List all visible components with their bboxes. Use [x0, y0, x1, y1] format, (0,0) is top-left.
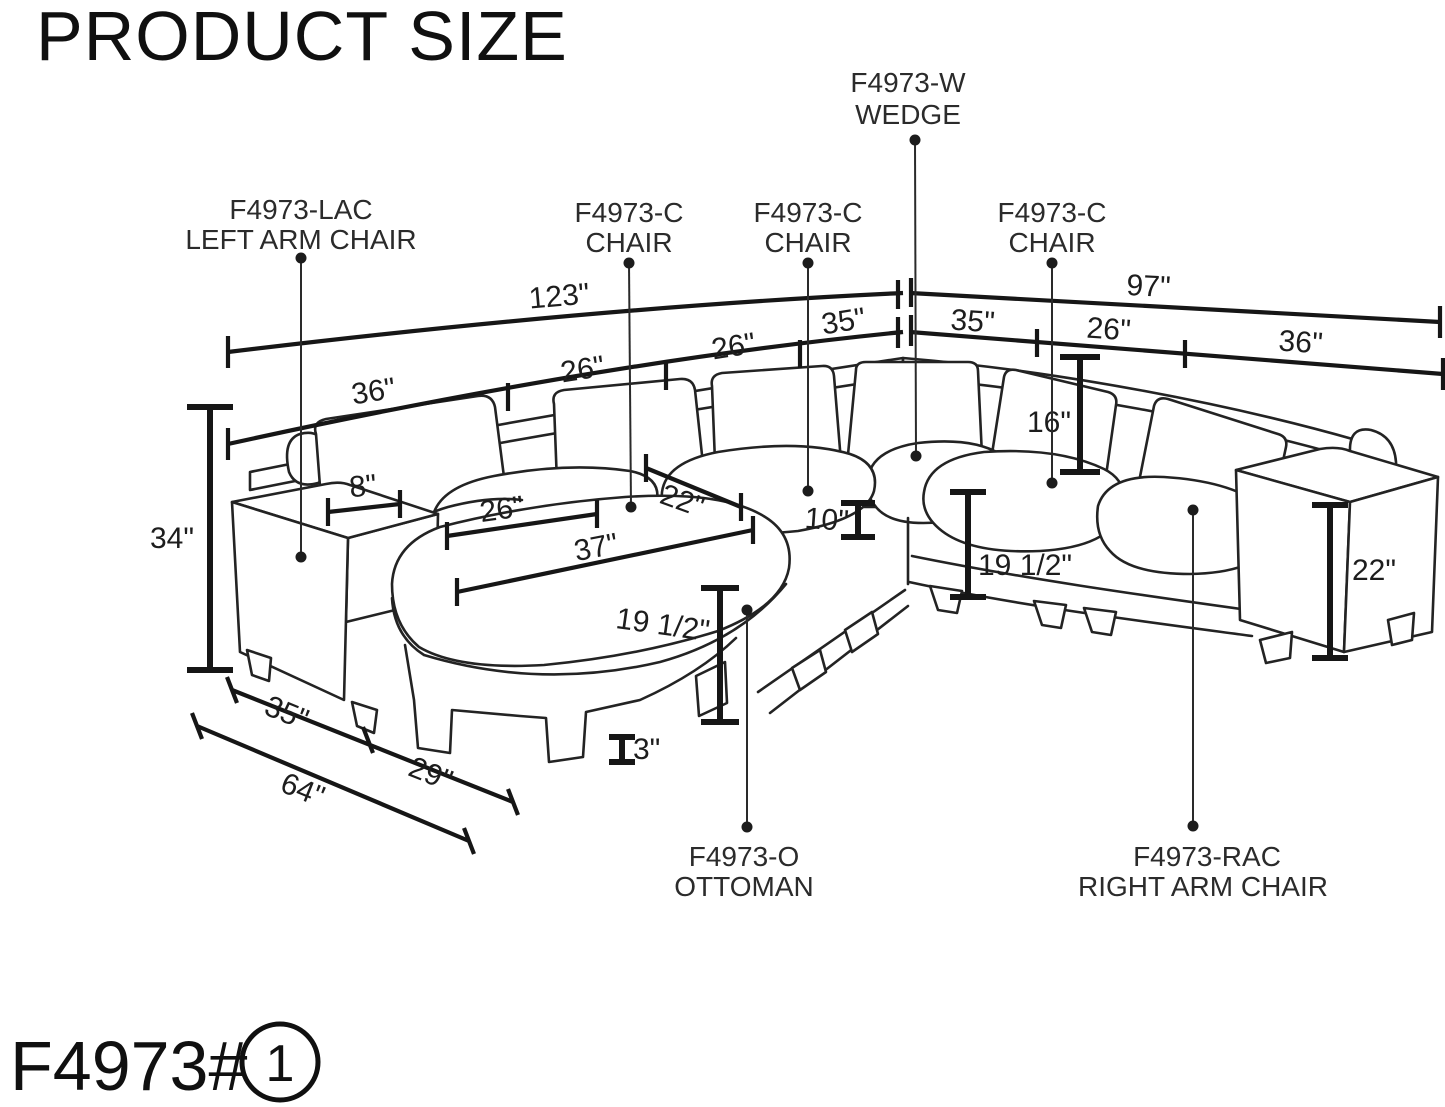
dim-segment-35-left: 35"	[819, 302, 868, 341]
tick	[444, 500, 600, 550]
right-arm-front-face	[1342, 475, 1440, 654]
dim-line-26-seat	[446, 511, 598, 539]
part-name-c2: CHAIR	[764, 227, 851, 258]
callout-chair-1: F4973-C CHAIR	[575, 197, 684, 513]
ottoman-base	[403, 636, 738, 764]
cap	[609, 734, 635, 765]
tick	[225, 676, 520, 816]
cap	[1312, 502, 1348, 661]
dim-leg-height: 3"	[633, 733, 660, 766]
leg	[350, 700, 379, 735]
dim-arm-height: 22"	[1352, 554, 1396, 587]
part-callouts: F4973-LAC LEFT ARM CHAIR F4973-C CHAIR F…	[185, 67, 1328, 902]
dim-line-8	[327, 501, 401, 515]
cap	[187, 404, 233, 673]
seat-c3	[922, 449, 1126, 553]
left-base-top-edge	[756, 588, 907, 694]
part-name-wedge: WEDGE	[855, 99, 961, 130]
tick	[190, 712, 476, 855]
cap	[841, 500, 875, 540]
part-name-c1: CHAIR	[585, 227, 672, 258]
dim-segment-26-right: 26"	[1086, 312, 1132, 348]
callout-wedge: F4973-W WEDGE	[850, 67, 966, 462]
leg	[245, 648, 273, 683]
dim-overall-right: 97"	[1126, 269, 1172, 304]
leg	[790, 648, 828, 692]
leg	[1258, 630, 1294, 665]
ottoman-cushion-seam	[390, 582, 788, 676]
ottoman-top-cushion	[390, 494, 791, 668]
dim-segment-36-right: 36"	[1278, 325, 1324, 361]
part-name-ottoman: OTTOMAN	[674, 871, 813, 902]
part-name-lac: LEFT ARM CHAIR	[185, 224, 416, 255]
dim-segment-36-left: 36"	[349, 372, 398, 411]
dim-overall-left: 123"	[527, 277, 590, 315]
dim-chaise-width: 35"	[260, 690, 313, 737]
dim-chaise-depth: 64"	[276, 767, 329, 814]
tick	[895, 315, 914, 348]
dim-segment-26-left2: 26"	[709, 327, 758, 366]
leg	[1082, 606, 1118, 637]
model-code-footer: F4973# 1	[10, 1021, 321, 1105]
dim-line-22-seat	[645, 466, 742, 509]
leg	[1386, 611, 1416, 647]
left-arm-front-face	[230, 500, 350, 702]
dim-cushion-thickness: 10"	[804, 502, 850, 538]
dim-line-37	[456, 527, 754, 595]
dimension-lines	[187, 278, 1445, 855]
right-base-top-edge	[910, 554, 1250, 612]
callout-chair-2: F4973-C CHAIR	[754, 197, 863, 497]
dim-back-height: 34"	[150, 522, 194, 555]
variant-circle	[239, 1021, 321, 1103]
dim-line-overall-left	[227, 290, 904, 355]
dim-seat-height: 19 1/2"	[978, 549, 1072, 582]
dim-ottoman-length: 37"	[571, 527, 621, 568]
left-base-bottom-edge	[768, 604, 910, 715]
dim-seat-depth: 26"	[478, 490, 526, 529]
right-arm-top-face	[1234, 446, 1440, 504]
leg	[1032, 599, 1068, 630]
dim-arm-top-width: 8"	[348, 469, 379, 505]
sofa-line-art	[230, 356, 1440, 764]
variant-number: 1	[266, 1035, 295, 1093]
dim-ottoman-width: 29"	[404, 751, 457, 798]
part-name-c3: CHAIR	[1008, 227, 1095, 258]
callout-left-arm-chair: F4973-LAC LEFT ARM CHAIR	[185, 194, 417, 563]
part-code-c2: F4973-C	[754, 197, 863, 228]
model-code: F4973#	[10, 1027, 247, 1105]
part-code-lac: F4973-LAC	[229, 194, 372, 225]
callout-right-arm-chair: F4973-RAC RIGHT ARM CHAIR	[1078, 504, 1328, 902]
callout-ottoman: F4973-O OTTOMAN	[674, 604, 814, 902]
dim-line-segments-left	[227, 329, 904, 447]
dim-line-64	[196, 724, 470, 843]
cap	[1060, 354, 1100, 475]
tick	[454, 516, 756, 606]
cap	[950, 489, 986, 600]
dim-back-cushion-height: 16"	[1027, 406, 1071, 439]
tick	[643, 454, 744, 521]
dim-segment-26-left1: 26"	[558, 350, 607, 389]
page-title: PRODUCT SIZE	[36, 0, 568, 75]
leg	[843, 610, 880, 654]
dim-line-segments-right	[909, 329, 1444, 377]
dim-line-overall-right	[909, 290, 1441, 325]
part-code-c1: F4973-C	[575, 197, 684, 228]
part-code-wedge: F4973-W	[850, 67, 966, 98]
part-code-rac: F4973-RAC	[1133, 841, 1281, 872]
part-code-ottoman: F4973-O	[689, 841, 800, 872]
leg	[928, 584, 964, 615]
part-name-rac: RIGHT ARM CHAIR	[1078, 871, 1328, 902]
callout-chair-3: F4973-C CHAIR	[998, 197, 1107, 489]
tick	[895, 278, 914, 309]
cap	[701, 585, 739, 725]
tick	[325, 490, 403, 526]
part-code-c3: F4973-C	[998, 197, 1107, 228]
dim-segment-35-right: 35"	[950, 304, 996, 340]
